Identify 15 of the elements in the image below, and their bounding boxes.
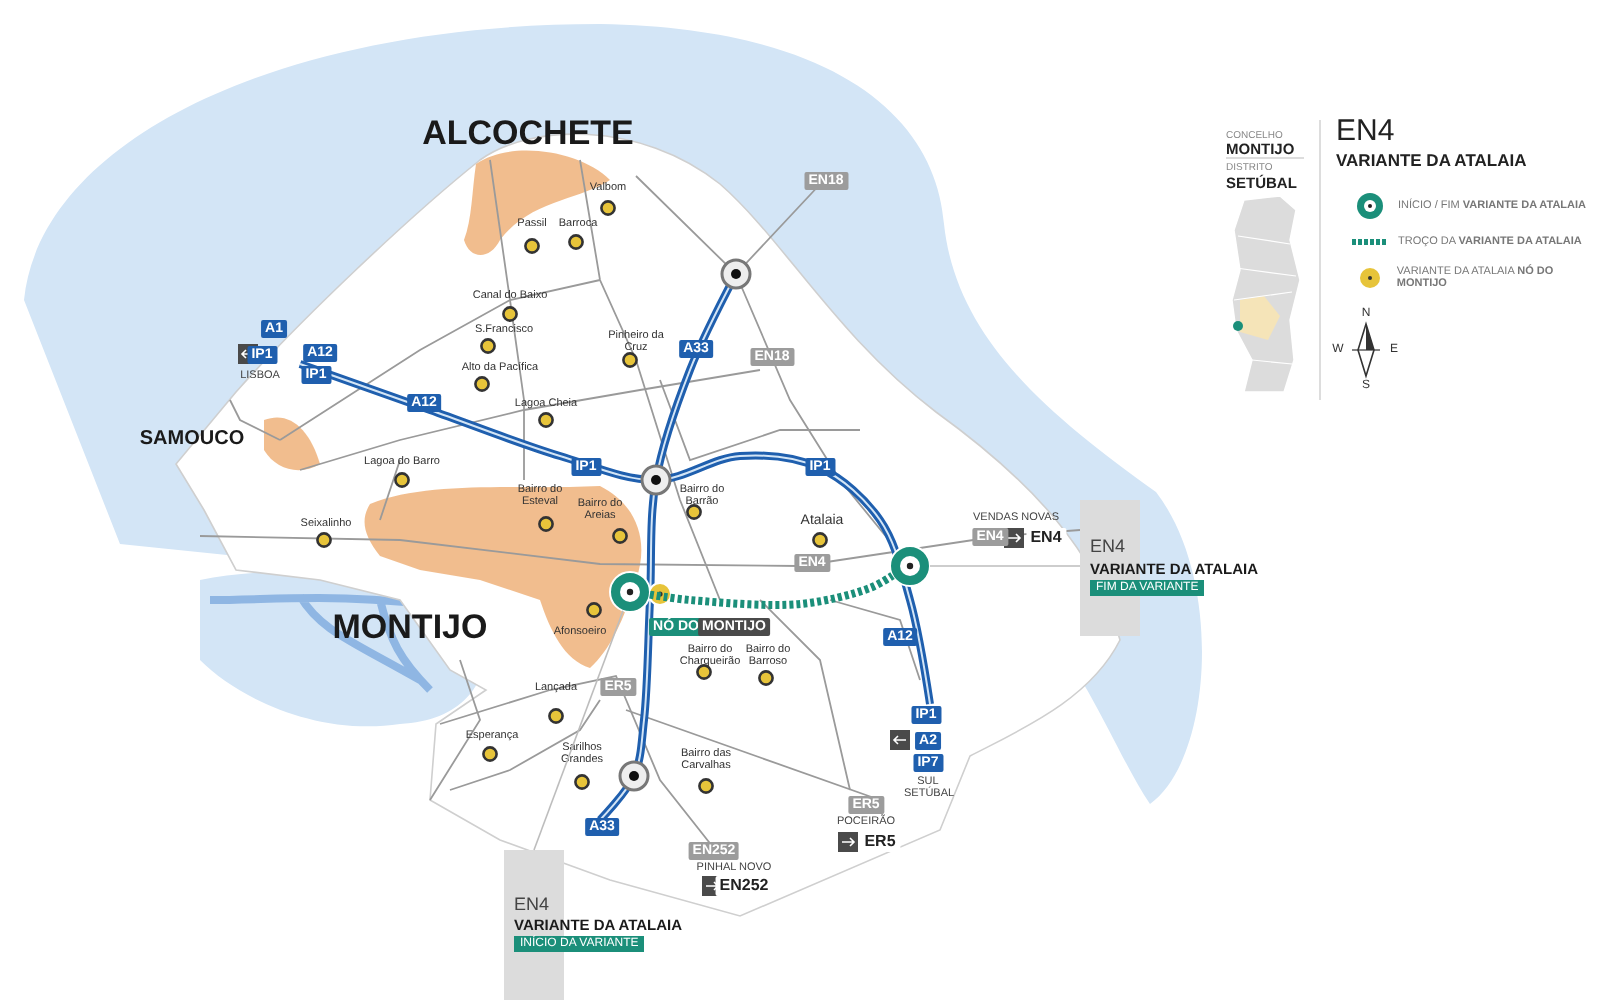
town-name: ALCOCHETE — [422, 116, 634, 150]
route-title: EN4 — [1336, 116, 1395, 146]
route-number: EN4 — [1090, 536, 1126, 556]
leader-line — [649, 572, 895, 609]
leader-line — [929, 565, 1081, 567]
road-number: EN4 — [1026, 528, 1066, 548]
leader-line — [533, 609, 624, 851]
route-end-marker — [888, 544, 932, 588]
route-number: EN4 — [514, 894, 550, 914]
town-name: SAMOUCO — [139, 430, 245, 450]
town-name: MONTIJO — [332, 610, 488, 644]
route-subtitle: VARIANTE DA ATALAIA — [1336, 152, 1527, 169]
road-number: EN252 — [715, 876, 773, 896]
route-end-marker — [608, 570, 652, 614]
road-number: ER5 — [860, 832, 900, 852]
